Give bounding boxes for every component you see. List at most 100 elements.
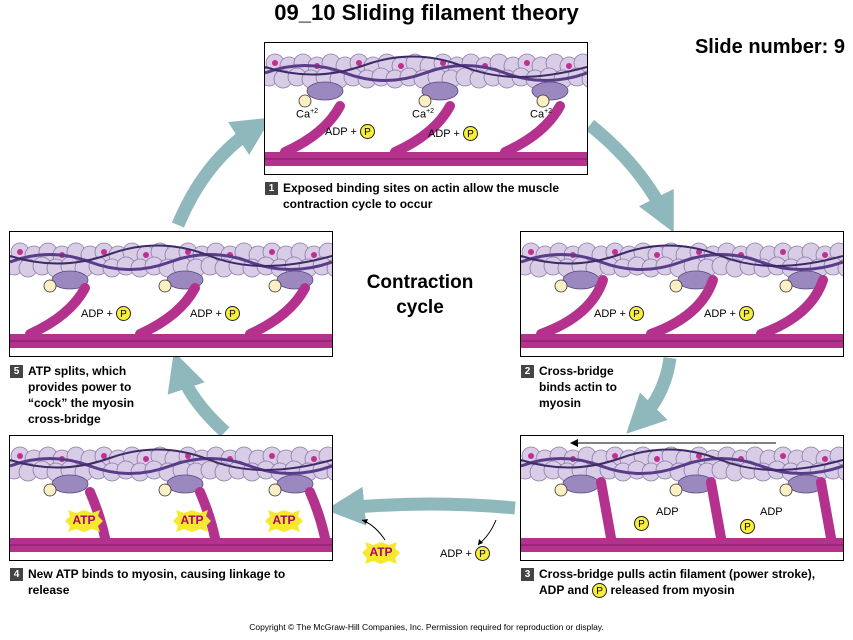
adp-p-label: ADP + P: [440, 546, 490, 561]
page-title: 09_10 Sliding filament theory: [274, 0, 579, 25]
binding-site: [17, 453, 23, 459]
panel-step-3: [520, 435, 844, 561]
binding-site: [143, 252, 149, 258]
binding-site: [780, 249, 786, 255]
step-number-badge: 5: [10, 365, 23, 378]
binding-site: [612, 249, 618, 255]
binding-site: [566, 63, 572, 69]
phosphate-icon: P: [224, 306, 240, 321]
myosin-head: [245, 283, 310, 339]
adp-p-label: ADP + P: [81, 306, 131, 321]
binding-site: [398, 63, 404, 69]
troponin-complex: [562, 474, 600, 494]
calcium-label: Ca+2: [412, 108, 435, 121]
myosin-head: [195, 487, 220, 543]
panel-step-1: [264, 42, 588, 175]
calcium-ion: [158, 279, 172, 293]
phosphate-icon: P: [462, 126, 478, 141]
binding-site: [101, 453, 107, 459]
calcium-ion: [779, 483, 793, 497]
atp-starburst: ATP: [265, 510, 303, 532]
calcium-ion: [268, 483, 282, 497]
cycle-arrow-4-5: [167, 351, 230, 437]
filament-scene: [10, 242, 332, 348]
tropomyosin-strand: [10, 244, 332, 267]
binding-site: [272, 60, 278, 66]
atp-starburst: ATP: [173, 510, 211, 532]
myosin-head: [305, 487, 330, 543]
binding-site: [528, 249, 534, 255]
filament-scene: [10, 446, 332, 552]
binding-site: [269, 249, 275, 255]
binding-site: [185, 249, 191, 255]
calcium-ion: [554, 279, 568, 293]
filament-scene: [265, 53, 587, 166]
tropomyosin-strand: [265, 64, 587, 82]
cycle-arrow-3-4: [325, 486, 516, 526]
troponin-complex: [421, 81, 459, 101]
phosphate-icon: P: [115, 306, 131, 321]
slide-number: Slide number: 9: [694, 36, 845, 58]
copyright-notice: Copyright © The McGraw-Hill Companies, I…: [249, 622, 604, 632]
adp-p-label: ADP + P: [594, 306, 644, 321]
phosphate-icon: P: [592, 583, 608, 598]
binding-site: [143, 456, 149, 462]
step-number-badge: 4: [10, 568, 23, 581]
binding-site: [780, 453, 786, 459]
filament-scene: [521, 446, 843, 552]
binding-site: [654, 456, 660, 462]
binding-site: [528, 453, 534, 459]
binding-site: [356, 60, 362, 66]
myosin-head: [536, 275, 608, 339]
binding-site: [17, 249, 23, 255]
binding-site: [696, 249, 702, 255]
binding-site: [269, 453, 275, 459]
binding-site: [440, 60, 446, 66]
calcium-ion: [779, 279, 793, 293]
tropomyosin-strand: [10, 448, 332, 471]
calcium-label: Ca+2: [296, 108, 319, 121]
tropomyosin-strand: [265, 55, 587, 78]
troponin-complex: [531, 81, 569, 101]
phosphate-icon: P: [628, 306, 644, 321]
atp-starburst: ATP: [362, 542, 400, 564]
adp-p-label: ADP + P: [325, 124, 375, 139]
tropomyosin-strand: [521, 448, 843, 471]
phosphate-icon: P: [738, 306, 754, 321]
tropomyosin-strand: [521, 244, 843, 267]
binding-site: [101, 249, 107, 255]
myosin-head: [756, 275, 828, 339]
calcium-ion: [298, 94, 312, 108]
tropomyosin-strand: [521, 457, 843, 475]
myosin-head: [816, 477, 836, 543]
calcium-label: Ca+2: [530, 108, 553, 121]
binding-site: [696, 453, 702, 459]
myosin-head: [85, 487, 110, 543]
tropomyosin-strand: [521, 253, 843, 271]
calcium-ion: [536, 94, 550, 108]
released-adp-label: ADP: [760, 506, 783, 518]
adp-p-label: ADP + P: [190, 306, 240, 321]
troponin-complex: [51, 474, 89, 494]
troponin-complex: [562, 270, 600, 290]
binding-site: [524, 60, 530, 66]
tropomyosin-strand: [10, 457, 332, 475]
binding-site: [822, 456, 828, 462]
calcium-ion: [669, 483, 683, 497]
binding-site: [822, 252, 828, 258]
filament-scene: [521, 242, 843, 348]
phosphate-icon: P: [740, 519, 755, 534]
phosphate-icon: P: [359, 124, 375, 139]
calcium-ion: [418, 94, 432, 108]
phosphate-icon: P: [474, 546, 490, 561]
released-adp-label: ADP: [656, 506, 679, 518]
myosin-head: [135, 283, 200, 339]
panel-step-4: [9, 435, 333, 561]
binding-site: [185, 453, 191, 459]
cycle-arrow-5-1: [171, 117, 272, 228]
